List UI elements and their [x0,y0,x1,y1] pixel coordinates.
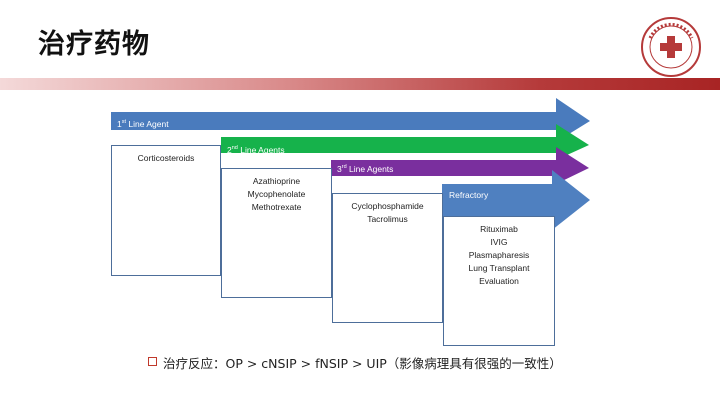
arrow-stage-1 [111,98,590,142]
stage-1-label: 1st Line Agent [117,119,169,129]
square-bullet-icon [148,357,157,366]
drug-item: Corticosteroids [137,153,195,163]
stage-1-box: Corticosteroids [111,145,221,276]
drug-item: Evaluation [479,276,519,286]
caption-text: 治疗反应：OP > cNSIP > fNSIP > UIP（影像病理具有很强的一… [163,356,562,371]
arrow-stage-3 [331,147,589,184]
stage-2-box: Azathioprine Mycophenolate Methotrexate [221,168,332,298]
stage-4-label: Refractory [449,190,489,200]
drug-item: Tacrolimus [367,214,408,224]
arrow-stage-2 [221,124,589,160]
slide-title: 治疗药物 [38,29,150,60]
header-band [0,78,720,90]
drug-item: Azathioprine [252,176,301,186]
drug-item: Plasmapharesis [468,250,530,260]
stage-3-box: Cyclophosphamide Tacrolimus [332,193,443,323]
refractory-box: Rituximab IVIG Plasmapharesis Lung Trans… [443,216,555,346]
drug-item: Methotrexate [251,202,302,212]
arrow-refractory [442,170,590,230]
stage-2-label: 2nd Line Agents [227,145,285,155]
drug-item: Mycophenolate [247,189,306,199]
stage-3-label: 3rd Line Agents [337,164,394,174]
drug-item: Lung Transplant [468,263,530,273]
hospital-logo [641,17,701,77]
drug-item: Rituximab [480,224,518,234]
drug-item: Cyclophosphamide [351,201,424,211]
drug-item: IVIG [490,237,508,247]
